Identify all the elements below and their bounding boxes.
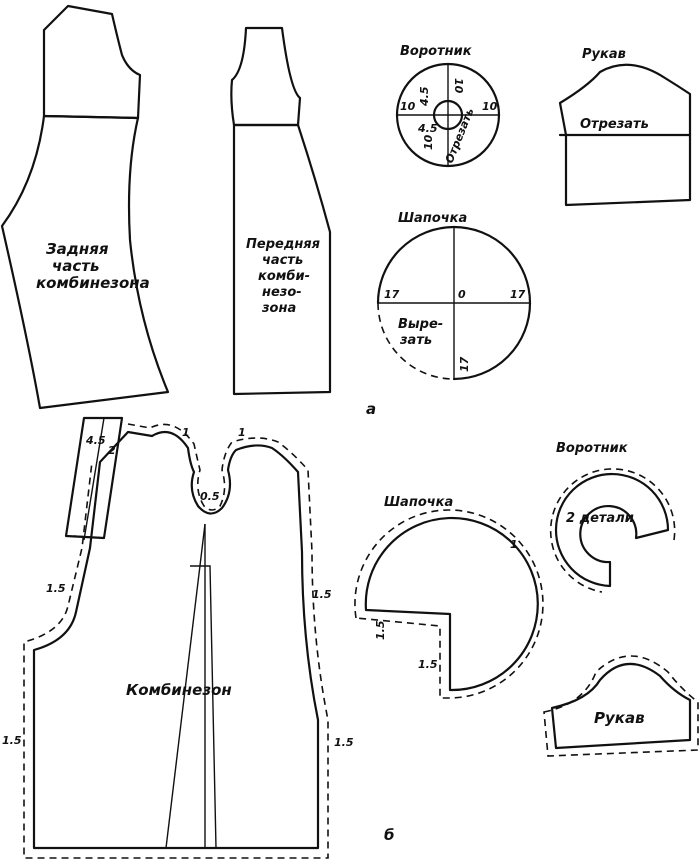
cap-a-dim-bottom: 17 [458, 356, 471, 372]
cap-a-pattern [376, 225, 532, 381]
front-piece-label-2: часть [262, 253, 303, 268]
cap-b-title: Шапочка [384, 495, 453, 510]
collar-b-title: Воротник [556, 441, 629, 456]
collar-a-dim-top: 10 [452, 78, 465, 94]
overall-dim-strap-1: 4.5 [85, 434, 106, 447]
collar-b-note: 2 детали [566, 511, 634, 526]
cap-a-dim-right: 17 [510, 288, 526, 301]
section-a-letter: а [366, 400, 376, 418]
collar-a-pattern [395, 62, 501, 168]
back-piece-label-1: Задняя [46, 240, 109, 258]
back-piece-label-3: комбинезона [36, 274, 150, 292]
collar-a-dim-inner-2: 4.5 [417, 122, 438, 135]
collar-a-dim-right: 10 [482, 100, 498, 113]
overall-dim-strap-2: 2 [108, 444, 116, 457]
cap-a-cut-note-1: Выре- [398, 317, 443, 332]
front-piece-label-1: Передняя [246, 237, 320, 252]
sleeve-a-title: Рукав [582, 47, 626, 62]
cap-b-dim-left: 1.5 [374, 620, 387, 640]
overall-dim-top-2: 1 [238, 426, 246, 439]
collar-a-dim-left: 10 [400, 100, 416, 113]
collar-a-title: Воротник [400, 44, 473, 59]
overall-pattern [23, 416, 329, 859]
back-piece-pattern [0, 4, 170, 410]
sleeve-b-label: Рукав [594, 709, 645, 727]
cap-a-dim-left: 17 [384, 288, 400, 301]
front-piece-label-4: незо- [262, 285, 302, 300]
cap-a-cut-note-2: зать [399, 333, 432, 348]
collar-a-dim-inner-1: 4.5 [418, 86, 431, 107]
cap-b-dim-bottom: 1.5 [418, 658, 438, 671]
cap-a-title: Шапочка [398, 211, 467, 226]
collar-a-dim-bottom: 10 [422, 134, 435, 150]
overall-dim-right-1: 1.5 [312, 588, 332, 601]
front-piece-pattern [230, 26, 332, 396]
overall-dim-neck: 0.5 [200, 490, 220, 503]
overall-label: Комбинезон [126, 681, 232, 699]
front-piece-label-5: зона [261, 301, 296, 316]
sleeve-a-pattern [558, 63, 692, 207]
overall-dim-top-1: 1 [182, 426, 190, 439]
collar-b-pattern [549, 468, 676, 593]
sleeve-a-cut-note: Отрезать [580, 117, 649, 132]
overall-dim-left-2: 1.5 [2, 734, 22, 747]
overall-dim-right-2: 1.5 [334, 736, 354, 749]
section-b-letter: б [384, 826, 394, 844]
cap-b-pattern [354, 509, 544, 699]
cap-a-dim-center: 0 [458, 288, 466, 301]
sleeve-b-pattern [543, 655, 699, 757]
front-piece-label-3: комби- [258, 269, 310, 284]
back-piece-label-2: часть [52, 257, 100, 275]
cap-b-dim-top: 1 [510, 538, 518, 551]
overall-dim-left-1: 1.5 [46, 582, 66, 595]
